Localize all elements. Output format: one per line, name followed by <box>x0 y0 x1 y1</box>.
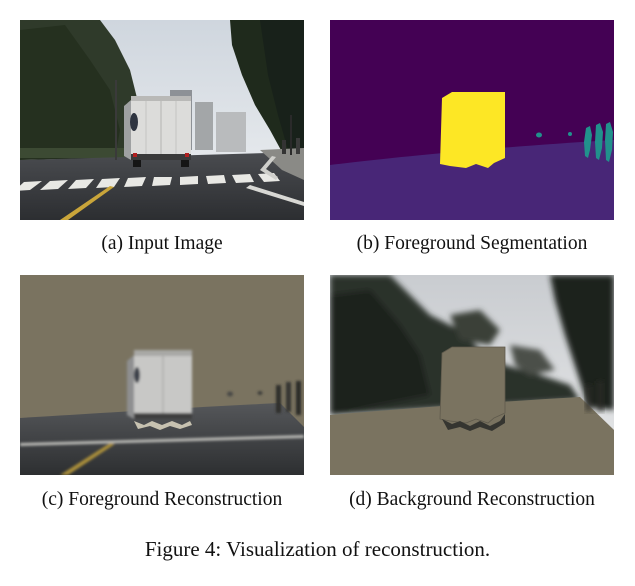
input-image-panel <box>20 20 304 220</box>
panel-caption-foreground-reconstruction: (c) Foreground Reconstruction <box>41 489 283 510</box>
street-scene-image <box>20 20 304 220</box>
background-reconstruction-panel <box>330 275 614 475</box>
segmentation-panel <box>330 20 614 220</box>
segmentation-vehicle-mask <box>440 92 505 168</box>
segmentation-road-region <box>330 140 614 220</box>
foreground-reconstruction-panel <box>20 275 304 475</box>
panel-caption-input-image: (a) Input Image <box>101 233 223 254</box>
segmentation-map-image <box>330 20 614 220</box>
background-reconstruction-image <box>330 275 614 475</box>
vehicle-hole-region <box>439 346 506 424</box>
panel-caption-background-reconstruction: (d) Background Reconstruction <box>349 489 595 510</box>
segmentation-pedestrian-masks <box>536 122 613 162</box>
figure-caption: Figure 4: Visualization of reconstructio… <box>144 537 491 561</box>
foreground-reconstruction-image <box>20 275 304 475</box>
panel-caption-foreground-segmentation: (b) Foreground Segmentation <box>356 233 588 254</box>
